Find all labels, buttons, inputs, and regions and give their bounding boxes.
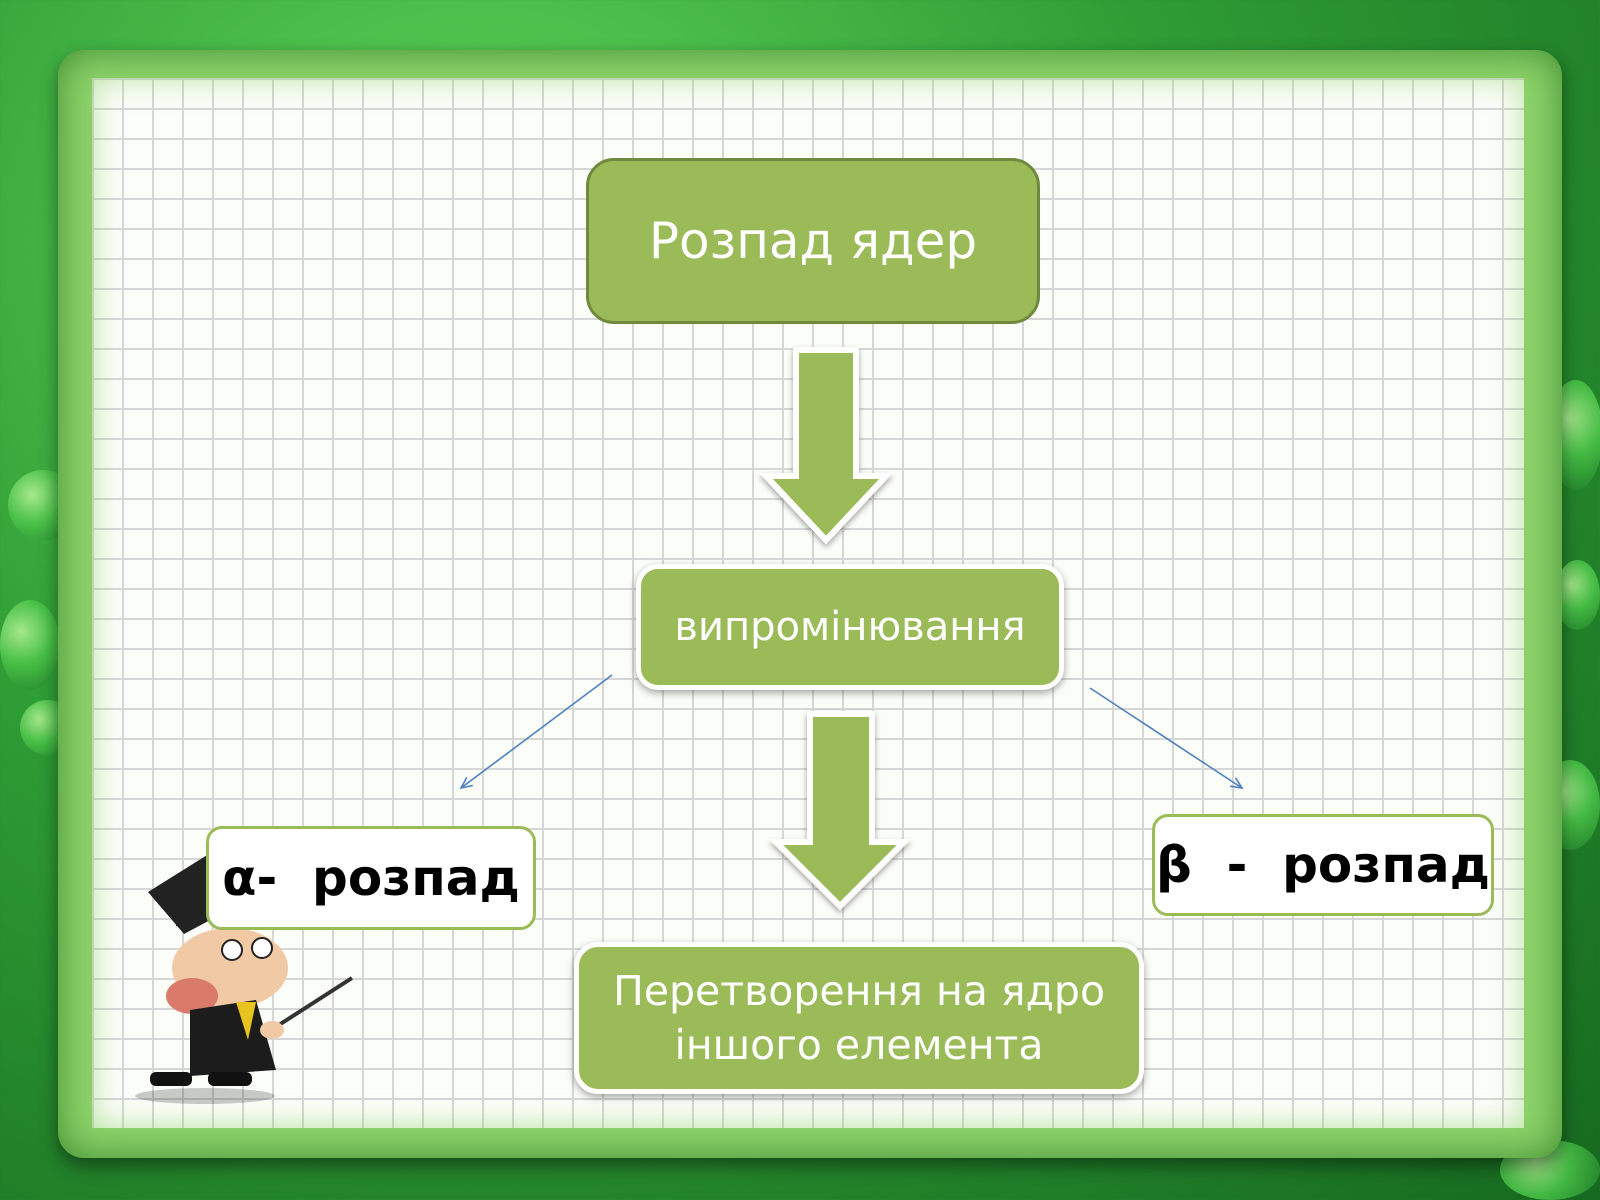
node-nuclear-decay-label: Розпад ядер xyxy=(648,212,978,270)
alpha-decay-label: α- розпад xyxy=(206,826,536,930)
teacher-cartoon xyxy=(135,852,354,1104)
node-nuclear-decay: Розпад ядер xyxy=(586,158,1040,324)
alpha-decay-text: α- розпад xyxy=(222,849,520,907)
down-arrow-upper xyxy=(759,347,893,545)
node-transformation-line-1: Перетворення на ядро xyxy=(612,967,1106,1015)
beta-decay-text: β - розпад xyxy=(1155,836,1491,894)
node-transformation: Перетворення на ядро іншого елемента xyxy=(574,942,1144,1094)
node-radiation-label: випромінювання xyxy=(674,604,1026,650)
beta-decay-label: β - розпад xyxy=(1152,814,1494,916)
connector-to-alpha xyxy=(459,674,613,790)
node-transformation-line-2: іншого елемента xyxy=(674,1021,1044,1069)
connector-to-beta xyxy=(1089,687,1244,790)
down-arrow-lower xyxy=(768,711,912,911)
node-radiation: випромінювання xyxy=(636,564,1064,690)
